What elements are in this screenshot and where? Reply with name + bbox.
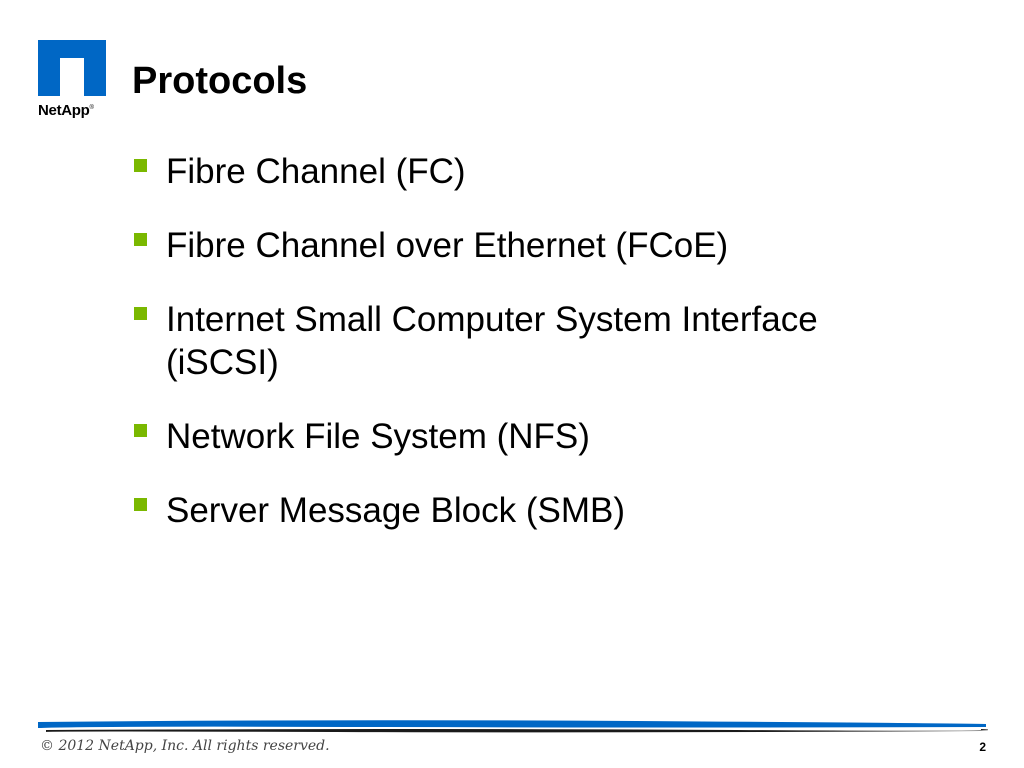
bullet-text: Fibre Channel over Ethernet (FCoE): [166, 226, 729, 265]
netapp-n-icon: [38, 40, 106, 96]
bullet-square-icon: [134, 233, 147, 246]
bullet-square-icon: [134, 159, 147, 172]
bullet-item: Internet Small Computer System Interface…: [134, 298, 934, 384]
bullet-square-icon: [134, 498, 147, 511]
bullet-item: Fibre Channel over Ethernet (FCoE): [134, 224, 934, 267]
bullet-square-icon: [134, 424, 147, 437]
bullet-text: Server Message Block (SMB): [166, 491, 626, 530]
bullet-text: Internet Small Computer System Interface…: [166, 300, 818, 382]
page-number: 2: [979, 740, 986, 754]
bullet-item: Fibre Channel (FC): [134, 150, 934, 193]
bullet-square-icon: [134, 307, 147, 320]
bullet-list: Fibre Channel (FC) Fibre Channel over Et…: [134, 150, 934, 563]
copyright-text: © 2012 NetApp, Inc. All rights reserved.: [40, 738, 330, 754]
netapp-logo: NetApp®: [38, 40, 112, 124]
bullet-item: Server Message Block (SMB): [134, 489, 934, 532]
footer-rule: [38, 720, 988, 733]
bullet-item: Network File System (NFS): [134, 415, 934, 458]
bullet-text: Fibre Channel (FC): [166, 152, 466, 191]
bullet-text: Network File System (NFS): [166, 417, 590, 456]
slide-title: Protocols: [132, 60, 308, 102]
netapp-wordmark: NetApp®: [38, 102, 94, 119]
